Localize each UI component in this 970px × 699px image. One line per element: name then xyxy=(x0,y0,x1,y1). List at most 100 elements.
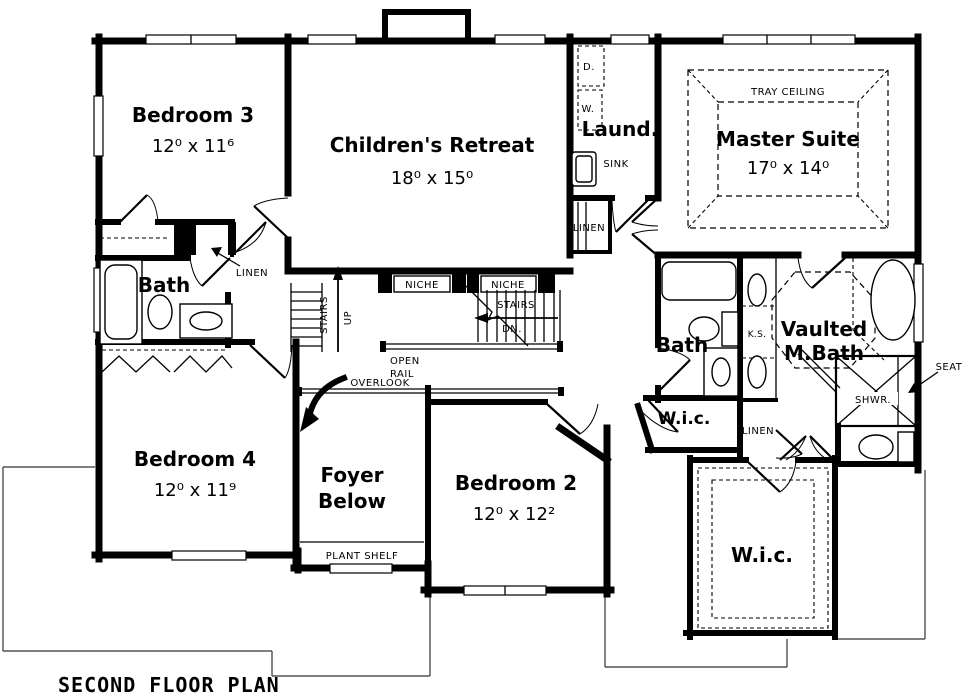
door-leaf xyxy=(657,359,691,393)
door-arc xyxy=(631,229,659,235)
dryer-box xyxy=(577,45,605,87)
door-leaf xyxy=(119,194,148,223)
seat-label: SEAT xyxy=(936,362,963,373)
door-arc xyxy=(146,194,159,223)
door-arc xyxy=(779,461,797,493)
door-leaf xyxy=(249,344,286,379)
tray-ceiling-inner xyxy=(717,101,859,197)
door-leaf xyxy=(253,205,289,239)
window xyxy=(329,563,393,574)
labels: Bedroom 3 12⁰ x 11⁶ Children's Retreat 1… xyxy=(58,62,963,697)
wic-shelving xyxy=(711,479,815,619)
room-label-wic-small: W.i.c. xyxy=(658,409,711,429)
dn-label: DN. xyxy=(502,324,522,335)
door-arc xyxy=(639,409,679,433)
room-label-foyer-2: Below xyxy=(318,489,386,513)
sink-bowl xyxy=(711,357,731,387)
door-arc xyxy=(657,347,691,361)
door-leaf xyxy=(747,461,781,493)
toilet xyxy=(147,294,173,330)
overlook-label: OVERLOOK xyxy=(350,378,409,389)
linen-label-master: LINEN xyxy=(742,426,774,437)
window xyxy=(722,34,856,45)
niche-label-right: NICHE xyxy=(491,280,525,291)
window xyxy=(171,550,247,561)
toilet xyxy=(858,434,894,460)
door-leaf xyxy=(235,221,267,253)
garden-tub xyxy=(870,259,916,341)
bathtub xyxy=(661,261,737,301)
linen-arrow xyxy=(215,251,241,267)
door-leaf xyxy=(615,199,649,233)
sink-bowl xyxy=(747,273,767,307)
linen-label-bath: LINEN xyxy=(236,268,268,279)
stairs xyxy=(290,266,564,396)
sink-bowl xyxy=(189,311,223,331)
fixtures xyxy=(99,151,918,543)
open-rail xyxy=(383,343,560,350)
linen-shelves xyxy=(577,202,587,250)
stairs-up-label: STAIRS xyxy=(319,296,330,334)
room-label-bedroom-2: Bedroom 2 xyxy=(455,471,577,495)
bifold-doors xyxy=(101,355,233,373)
wic-shelving xyxy=(697,467,829,629)
door-arc xyxy=(189,257,203,287)
room-label-bedroom-3: Bedroom 3 xyxy=(132,103,254,127)
door-arc xyxy=(253,197,289,207)
room-label-bedroom-4: Bedroom 4 xyxy=(134,447,256,471)
window xyxy=(307,34,357,45)
room-label-childrens-retreat: Children's Retreat xyxy=(330,133,535,157)
room-dims-bedroom-4: 12⁰ x 11⁹ xyxy=(154,480,236,501)
up-label: UP xyxy=(343,311,354,325)
room-label-bath-right: Bath xyxy=(656,333,709,357)
vanity xyxy=(703,347,739,397)
room-label-mbath-2: M.Bath xyxy=(784,341,864,365)
windows xyxy=(93,34,924,596)
arrows xyxy=(211,247,939,432)
room-label-master-suite: Master Suite xyxy=(716,127,860,151)
room-label-bath-left: Bath xyxy=(138,273,191,297)
door-leaf xyxy=(546,403,581,435)
overlook-rail xyxy=(298,388,562,394)
door-arc xyxy=(284,344,293,379)
door-arc xyxy=(797,257,813,289)
door-leaf xyxy=(809,435,835,461)
door-arc xyxy=(235,221,267,253)
door-arc xyxy=(631,221,659,227)
room-dims-master-suite: 17⁰ x 14⁰ xyxy=(747,158,829,179)
door-arc xyxy=(785,435,807,461)
stairs-dn-label: STAIRS xyxy=(497,300,535,311)
door-leaf xyxy=(811,257,846,289)
niche-label-left: NICHE xyxy=(405,280,439,291)
door-arc xyxy=(579,403,599,435)
window xyxy=(610,34,650,45)
shwr-label-backing xyxy=(848,392,898,405)
door-leaf xyxy=(647,399,679,433)
sink-bowl xyxy=(747,355,767,389)
open-rail-label-1: OPEN xyxy=(390,356,420,367)
plant-shelf-label: PLANT SHELF xyxy=(326,551,398,562)
room-dims-childrens-retreat: 18⁰ x 15⁰ xyxy=(391,168,473,189)
window xyxy=(93,95,104,157)
overlook-arrow xyxy=(307,374,348,414)
interior-walls xyxy=(95,195,921,640)
tub-platform xyxy=(852,258,885,361)
washer-label: W. xyxy=(582,104,595,115)
dryer-label: D. xyxy=(583,62,595,73)
washer-box xyxy=(577,89,603,131)
room-label-foyer-1: Foyer xyxy=(320,463,383,487)
room-label-laundry: Laund. xyxy=(582,117,659,141)
seat-arrow xyxy=(911,371,939,391)
room-label-mbath-1: Vaulted xyxy=(781,317,867,341)
door-arc xyxy=(611,199,617,233)
room-dims-bedroom-2: 12⁰ x 12² xyxy=(473,504,555,525)
plan-title: SECOND FLOOR PLAN xyxy=(58,673,280,697)
door-arc xyxy=(809,435,829,461)
tray-ceiling-outer xyxy=(687,69,889,229)
linen-label-laundry: LINEN xyxy=(573,223,605,234)
door-leaf xyxy=(631,197,659,223)
toilet-tank xyxy=(721,311,739,347)
door-leaf xyxy=(201,257,231,287)
sink-label: SINK xyxy=(603,159,628,170)
